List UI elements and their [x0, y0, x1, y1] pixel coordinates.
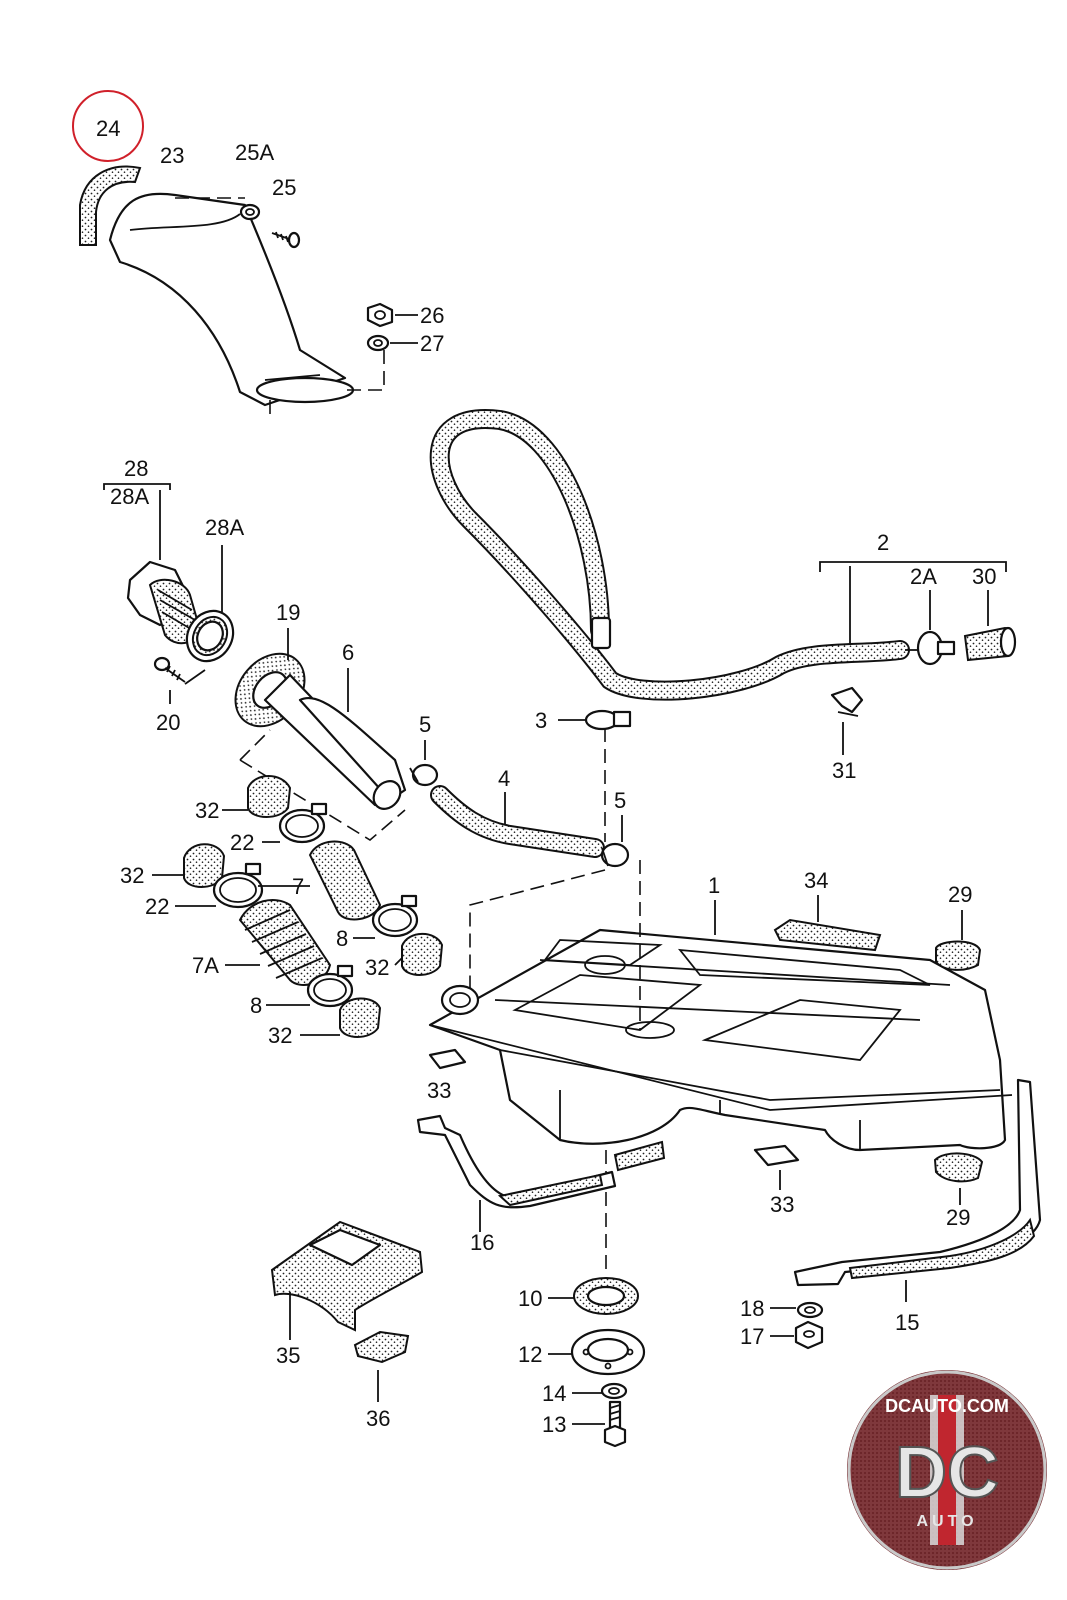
cover-plate-12	[570, 1328, 646, 1376]
label-2A: 2A	[910, 564, 937, 589]
clamp-5-lower	[600, 842, 630, 868]
label-7A: 7A	[192, 953, 219, 978]
screw-20	[153, 656, 186, 683]
label-32c: 32	[365, 955, 389, 980]
label-5-lower: 5	[614, 788, 626, 813]
label-22a: 22	[230, 830, 254, 855]
label-29-upper: 29	[948, 882, 972, 907]
strap-15	[793, 1078, 1042, 1287]
vent-hose	[429, 409, 910, 701]
cover-35	[270, 1220, 424, 1332]
filler-pipe-6	[263, 673, 407, 810]
clamp-22b	[212, 862, 264, 909]
label-28A-group: 28A	[110, 484, 149, 509]
label-19: 19	[276, 600, 300, 625]
label-35: 35	[276, 1343, 300, 1368]
label-32b: 32	[120, 863, 144, 888]
label-2: 2	[877, 530, 889, 555]
screw-25	[271, 231, 301, 249]
label-34: 34	[804, 868, 828, 893]
lock-washer-18	[796, 1301, 824, 1319]
label-32a: 32	[195, 798, 219, 823]
label-22b: 22	[145, 894, 169, 919]
sleeve-32c	[401, 932, 444, 976]
sleeve-32b	[183, 843, 226, 888]
clip-31	[830, 686, 864, 717]
label-12: 12	[518, 1342, 542, 1367]
label-8b: 8	[250, 993, 262, 1018]
seal-strip-24	[79, 165, 142, 246]
label-14: 14	[542, 1381, 566, 1406]
pad-34	[773, 918, 882, 952]
ring-28A	[185, 609, 235, 663]
fuel-tank	[428, 860, 1013, 1270]
nut-17	[794, 1320, 824, 1350]
washer-14	[600, 1382, 628, 1400]
label-28: 28	[124, 456, 148, 481]
label-25: 25	[272, 175, 296, 200]
label-36: 36	[366, 1406, 390, 1431]
label-18: 18	[740, 1296, 764, 1321]
label-4: 4	[498, 766, 510, 791]
dcauto-logo: DCAUTO.COM DC AUTO	[847, 1370, 1047, 1570]
clamp-8b	[306, 964, 354, 1008]
logo-sub: AUTO	[916, 1513, 977, 1530]
label-28A: 28A	[205, 515, 244, 540]
label-15: 15	[895, 1310, 919, 1335]
pad-29-upper	[935, 940, 982, 971]
logo-url: DCAUTO.COM	[885, 1396, 1009, 1416]
label-8a: 8	[336, 926, 348, 951]
label-3: 3	[535, 708, 547, 733]
label-6: 6	[342, 640, 354, 665]
bolt-13	[603, 1400, 627, 1448]
label-30: 30	[972, 564, 996, 589]
filter-30	[963, 626, 1017, 662]
label-20: 20	[156, 710, 180, 735]
clamp-8a	[371, 894, 419, 938]
filler-neck-cover	[108, 192, 355, 407]
clip-33b	[753, 1144, 800, 1167]
label-10: 10	[518, 1286, 542, 1311]
label-27: 27	[420, 331, 444, 356]
clamp-3	[584, 709, 632, 731]
highlight-circle-24	[72, 90, 144, 162]
fuel-cap-28	[126, 560, 202, 645]
sleeve-32d	[339, 997, 382, 1038]
clamp-5-upper	[409, 763, 439, 787]
label-29-lower: 29	[946, 1205, 970, 1230]
sleeve-32a	[247, 775, 292, 818]
clip-33a	[428, 1048, 467, 1070]
hose-4	[430, 785, 605, 858]
label-7: 7	[292, 874, 304, 899]
bracket-36	[353, 1330, 410, 1364]
label-33a: 33	[427, 1078, 451, 1103]
logo-mark: DC	[895, 1433, 999, 1513]
label-5-upper: 5	[419, 712, 431, 737]
hose-7	[308, 840, 382, 921]
label-16: 16	[470, 1230, 494, 1255]
nut-26	[366, 302, 394, 328]
label-24: 24	[96, 116, 120, 141]
pad-29-lower	[933, 1152, 984, 1183]
label-32d: 32	[268, 1023, 292, 1048]
valve-2A	[905, 630, 956, 666]
washer-27	[366, 334, 390, 352]
label-13: 13	[542, 1412, 566, 1437]
label-31: 31	[832, 758, 856, 783]
strap-16	[416, 1114, 666, 1209]
callout-labels: 24 23 25A 25 26 27 28 28A 28A 19 6 20 5 …	[96, 116, 996, 1437]
label-23: 23	[160, 143, 184, 168]
label-33b: 33	[770, 1192, 794, 1217]
label-26: 26	[420, 303, 444, 328]
gasket-10	[573, 1277, 639, 1315]
washer-25A	[239, 203, 261, 221]
clamp-22a	[278, 802, 328, 844]
bellows-7A	[238, 899, 332, 986]
label-17: 17	[740, 1324, 764, 1349]
label-1: 1	[708, 873, 720, 898]
label-25A: 25A	[235, 140, 274, 165]
